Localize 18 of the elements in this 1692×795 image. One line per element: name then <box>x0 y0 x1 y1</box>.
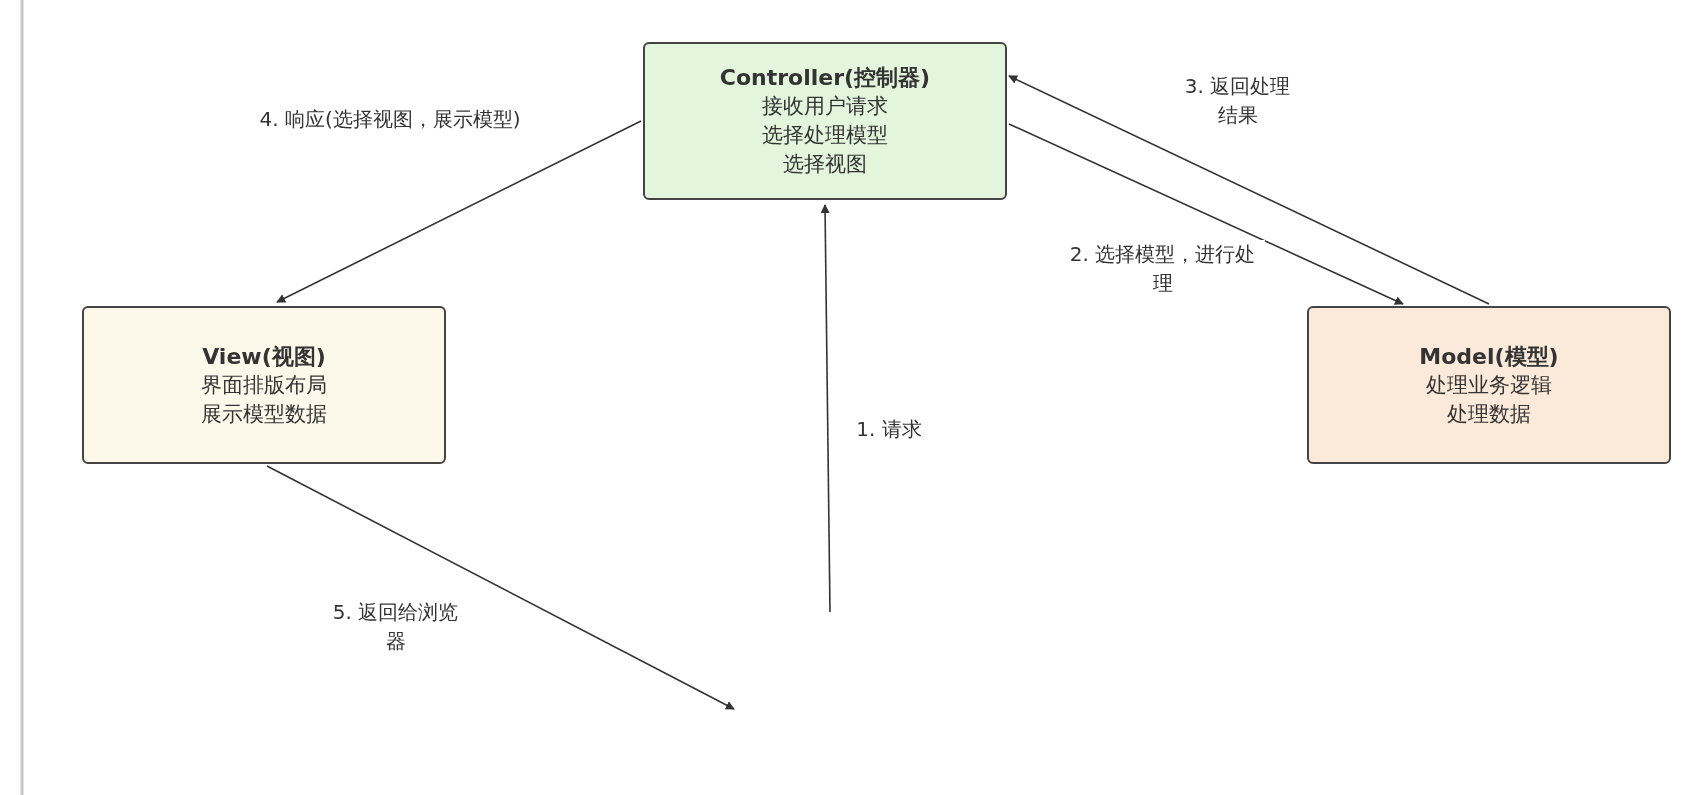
arrow <box>276 120 642 303</box>
box-text: 展示模型数据 <box>201 400 327 428</box>
box-text: 选择视图 <box>783 151 867 178</box>
process-box <box>1307 306 1671 464</box>
box-title: Controller(控制器) <box>719 64 931 92</box>
process-box <box>82 306 446 464</box>
arrow <box>1008 123 1404 305</box>
box-text: 选择处理模型 <box>762 122 888 149</box>
box-title: Model(模型) <box>1419 342 1559 371</box>
process-box <box>643 42 1007 200</box>
arrow <box>266 465 735 710</box>
box-text: 界面排版布局 <box>201 371 327 399</box>
box-title: View(视图) <box>202 342 326 371</box>
arrow <box>1008 75 1490 305</box>
box-text: 接收用户请求 <box>762 93 888 120</box>
arrow <box>820 204 831 613</box>
box-text: 处理业务逻辑 <box>1426 371 1552 399</box>
box-text: 处理数据 <box>1447 400 1531 428</box>
